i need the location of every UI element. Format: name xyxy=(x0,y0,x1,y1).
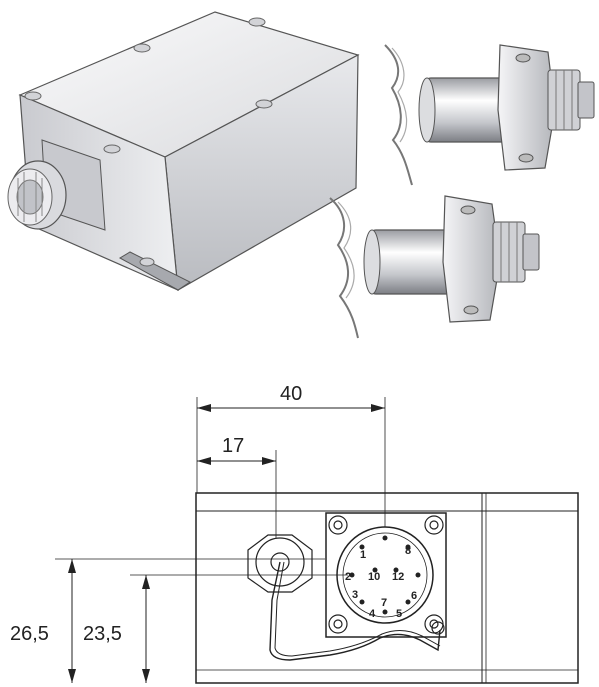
pin-label: 4 xyxy=(369,608,376,620)
pin-label: 1 xyxy=(360,549,366,561)
wave-spring-lower xyxy=(329,197,359,339)
wave-spring-upper xyxy=(384,44,413,186)
dim-label-26-5: 26,5 xyxy=(10,623,49,645)
screw-top-4 xyxy=(255,99,273,109)
technical-view xyxy=(55,397,579,684)
sensor-cylinder-lower xyxy=(369,229,456,295)
sensor-flange-upper xyxy=(497,44,556,171)
pin-label: 3 xyxy=(352,589,358,601)
pin-label: 7 xyxy=(381,597,387,609)
housing-foot xyxy=(118,251,191,291)
connector-inner-3d xyxy=(16,179,44,215)
sensor-cylinder-upper xyxy=(424,77,511,143)
sensor-cable-2d xyxy=(269,561,441,661)
sensor-upper-3d xyxy=(384,44,595,186)
connector-ribs-3d xyxy=(17,172,43,222)
housing-outline-2d xyxy=(195,492,579,684)
screw-top-1 xyxy=(24,91,42,101)
pin-label: 5 xyxy=(396,608,402,620)
flange-screws-2d xyxy=(328,515,444,634)
pin-labels: 1 2 3 4 5 6 7 8 10 12 xyxy=(345,545,417,620)
pin-label: 6 xyxy=(411,590,417,602)
housing-3d xyxy=(7,11,360,291)
screw-top-5 xyxy=(103,144,121,154)
pin-label: 12 xyxy=(392,571,404,583)
dim-label-40: 40 xyxy=(280,383,302,405)
pin-label: 2 xyxy=(345,571,351,583)
dim-label-23-5: 23,5 xyxy=(83,623,122,645)
sensor-lower-3d xyxy=(329,195,540,339)
screw-top-3 xyxy=(248,17,266,27)
connector-pins-2d xyxy=(349,535,421,615)
dim-label-17: 17 xyxy=(222,435,244,457)
screw-foot xyxy=(139,257,155,267)
sensor-flange-lower xyxy=(442,195,501,323)
screw-top-2 xyxy=(133,43,151,53)
pin-label: 8 xyxy=(405,545,411,557)
pin-label: 10 xyxy=(368,571,380,583)
